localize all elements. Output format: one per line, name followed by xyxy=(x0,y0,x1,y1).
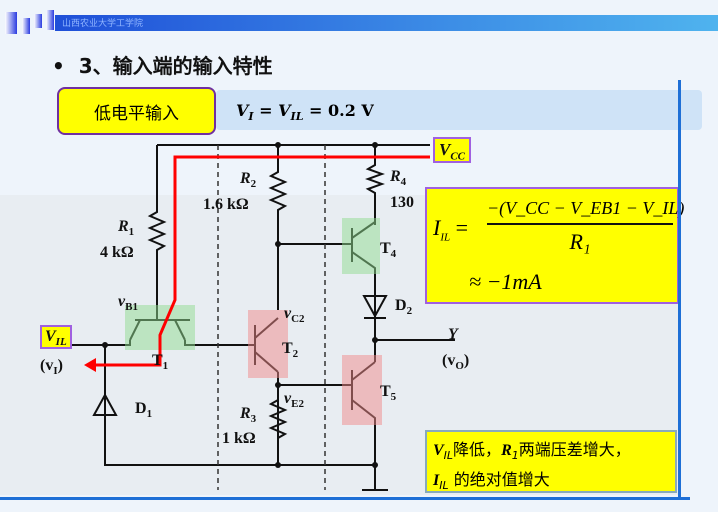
condition-band xyxy=(216,90,702,130)
vo-label: (vO) xyxy=(442,352,470,373)
formula-numerator: −(V_CC − V_EB1 − V_IL) xyxy=(487,198,685,218)
logo-block xyxy=(22,18,30,34)
d2-diode xyxy=(362,295,388,319)
d1-diode xyxy=(92,345,375,466)
input-voltage-equation: VI = VIL = 0.2 V xyxy=(236,101,374,124)
t4-label: T4 xyxy=(380,240,397,261)
r1-value: 4 kΩ xyxy=(100,244,134,261)
r2-label: R2 xyxy=(240,170,257,191)
logo-block xyxy=(34,14,42,28)
r2-value: 1.6 kΩ xyxy=(203,196,249,213)
r4-label: R4 xyxy=(390,168,407,189)
vb1-label: vB1 xyxy=(118,293,138,314)
formula-lhs: IIL = xyxy=(433,215,469,244)
slide-border-right xyxy=(678,80,681,500)
r2-resistor xyxy=(268,145,288,310)
formula-approx: ≈ −1mA xyxy=(469,269,542,294)
header-text: 山西农业大学工学院 xyxy=(62,19,144,29)
low-level-input-label: 低电平输入 xyxy=(57,87,216,135)
t1-label: T1 xyxy=(152,352,169,373)
logo-block xyxy=(46,10,54,30)
explanation-note: VIL降低，R1两端压差增大， IIL 的绝对值增大 xyxy=(425,430,677,493)
r3-value: 1 kΩ xyxy=(222,430,256,447)
t2-label: T2 xyxy=(282,340,299,361)
slide-title: • 3、输入端的输入特性 xyxy=(52,54,273,78)
r3-label: R3 xyxy=(240,405,257,426)
ve2-label: vE2 xyxy=(284,390,304,411)
header-bar xyxy=(55,15,718,31)
current-path xyxy=(92,155,430,367)
r1-label: R1 xyxy=(118,218,135,239)
t4-highlight xyxy=(342,218,380,274)
r1-resistor xyxy=(147,145,167,300)
t5-highlight xyxy=(342,355,382,425)
t2-highlight xyxy=(248,310,288,378)
vil-label: VIL xyxy=(40,325,72,349)
fraction-bar xyxy=(487,223,673,225)
r4-value: 130 xyxy=(390,194,414,211)
current-arrow-icon xyxy=(84,358,96,372)
iil-formula: IIL = −(V_CC − V_EB1 − V_IL) R₁ ≈ −1mA xyxy=(425,187,685,304)
vcc-label: VCC xyxy=(433,137,472,163)
output-y-label: Y xyxy=(448,326,458,343)
t5-label: T5 xyxy=(380,383,397,404)
d1-label: D1 xyxy=(135,400,153,421)
formula-denominator: R₁ xyxy=(569,229,591,254)
vc2-label: vC2 xyxy=(284,305,305,326)
d2-label: D2 xyxy=(395,297,413,318)
vi-label: (vI) xyxy=(40,357,63,378)
r4-resistor xyxy=(365,145,385,225)
logo-block xyxy=(5,12,17,34)
slide-border-bottom xyxy=(0,497,690,500)
